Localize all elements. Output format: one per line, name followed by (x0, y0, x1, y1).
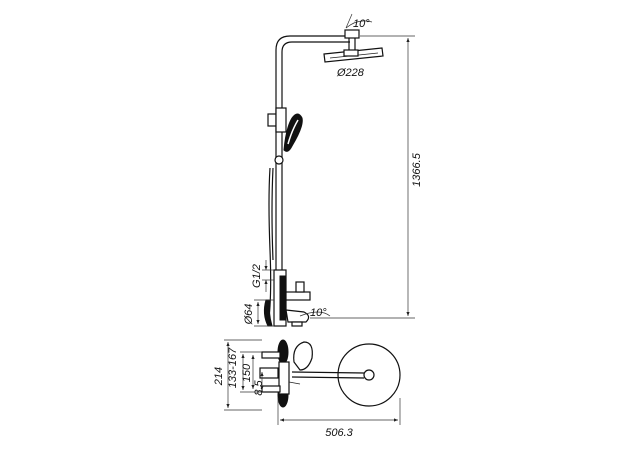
offset-label: 8.5 (253, 379, 265, 395)
depth-total-label: 214 (213, 367, 225, 386)
mixer-diameter-dimension (254, 299, 274, 327)
spout-angle-label: 10° (310, 307, 327, 319)
mixer-diameter-label: Ø64 (243, 304, 255, 326)
mixer-body (273, 269, 311, 327)
arm-joint (344, 29, 360, 39)
top-angle-ref (345, 13, 353, 29)
mixer-plan-body (278, 361, 290, 395)
front-elevation (254, 13, 415, 327)
connector-center (259, 367, 279, 379)
hand-shower (283, 113, 303, 152)
plan-view (224, 339, 401, 425)
arm-plan (291, 371, 365, 374)
hand-shower-plan (293, 341, 313, 371)
arm-length-label: 506.3 (325, 427, 353, 439)
rain-shower-head (323, 47, 384, 63)
hose-bottom (263, 299, 273, 327)
shower-arm-drop (348, 36, 356, 52)
height-dimension (310, 35, 415, 319)
connector-top (261, 351, 281, 359)
plan-dimensions-left (224, 339, 264, 411)
total-height-label: 1366.5 (411, 152, 423, 187)
spacing-150-label: 150 (241, 363, 253, 382)
spout-angle-arc (299, 311, 331, 317)
rain-head-center (363, 369, 375, 381)
slide-holder (275, 107, 287, 133)
hose (267, 167, 274, 327)
pipe-ring (274, 155, 284, 165)
slide-holder-knob (267, 113, 277, 127)
spout-plan (288, 381, 301, 385)
head-diameter-label: Ø228 (336, 67, 365, 79)
arm-plan-2 (291, 376, 365, 379)
spray-angle-top-label: 10° (353, 18, 370, 30)
arm-length-dimension (277, 398, 401, 425)
top-angle-arc (345, 20, 373, 29)
thread-size-label: G1/2 (251, 264, 263, 288)
thread-dimension (262, 260, 274, 292)
riser-pipe (275, 35, 350, 270)
center-distance-label: 133-167 (227, 347, 239, 388)
